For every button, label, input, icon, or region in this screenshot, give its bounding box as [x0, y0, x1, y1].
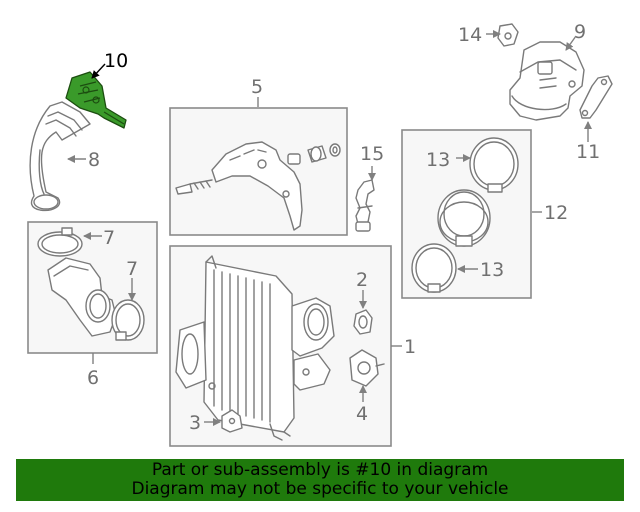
part-15-hose: [355, 179, 375, 232]
callout-10-leader: [91, 63, 106, 79]
callout-5[interactable]: 5: [251, 76, 263, 98]
callout-14[interactable]: 14: [458, 24, 482, 46]
callout-10[interactable]: 10: [104, 50, 128, 72]
callout-3[interactable]: 3: [189, 412, 201, 434]
callout-2[interactable]: 2: [356, 269, 368, 291]
part-5-bracket: [175, 141, 303, 231]
part-7-clamp-right: [111, 299, 145, 341]
callout-7-right[interactable]: 7: [126, 258, 138, 280]
callout-13-bottom[interactable]: 13: [480, 259, 504, 281]
part-1-intercooler: [175, 255, 335, 441]
part-2-seal: [353, 309, 373, 335]
callout-15[interactable]: 15: [360, 143, 384, 165]
part-13-clamp-top: [469, 137, 519, 193]
part-9-housing: [509, 41, 585, 121]
callout-13-top[interactable]: 13: [426, 149, 450, 171]
callout-12[interactable]: 12: [544, 202, 568, 224]
callout-1[interactable]: 1: [404, 336, 416, 358]
callout-4[interactable]: 4: [356, 403, 368, 425]
banner-line-2: Diagram may not be specific to your vehi…: [131, 479, 509, 499]
callout-7-top[interactable]: 7: [103, 227, 115, 249]
callout-8[interactable]: 8: [88, 149, 100, 171]
part-4-valve: [349, 349, 385, 387]
callout-6[interactable]: 6: [87, 367, 99, 389]
part-5-bushing: [287, 143, 341, 165]
part-14-sensor: [497, 23, 519, 47]
part-8-hose: [29, 101, 91, 212]
part-12-coupling: [437, 189, 491, 247]
part-10-bracket[interactable]: [65, 71, 127, 129]
part-13-clamp-bottom: [411, 243, 457, 293]
part-11-bracket: [579, 75, 613, 119]
part-3-bracket: [221, 409, 243, 433]
part-notice-banner: Part or sub-assembly is #10 in diagram D…: [16, 459, 624, 501]
part-7-clamp-top: [37, 227, 83, 257]
callout-11[interactable]: 11: [576, 141, 600, 163]
callout-9[interactable]: 9: [574, 21, 586, 43]
banner-line-1: Part or sub-assembly is #10 in diagram: [151, 460, 489, 480]
